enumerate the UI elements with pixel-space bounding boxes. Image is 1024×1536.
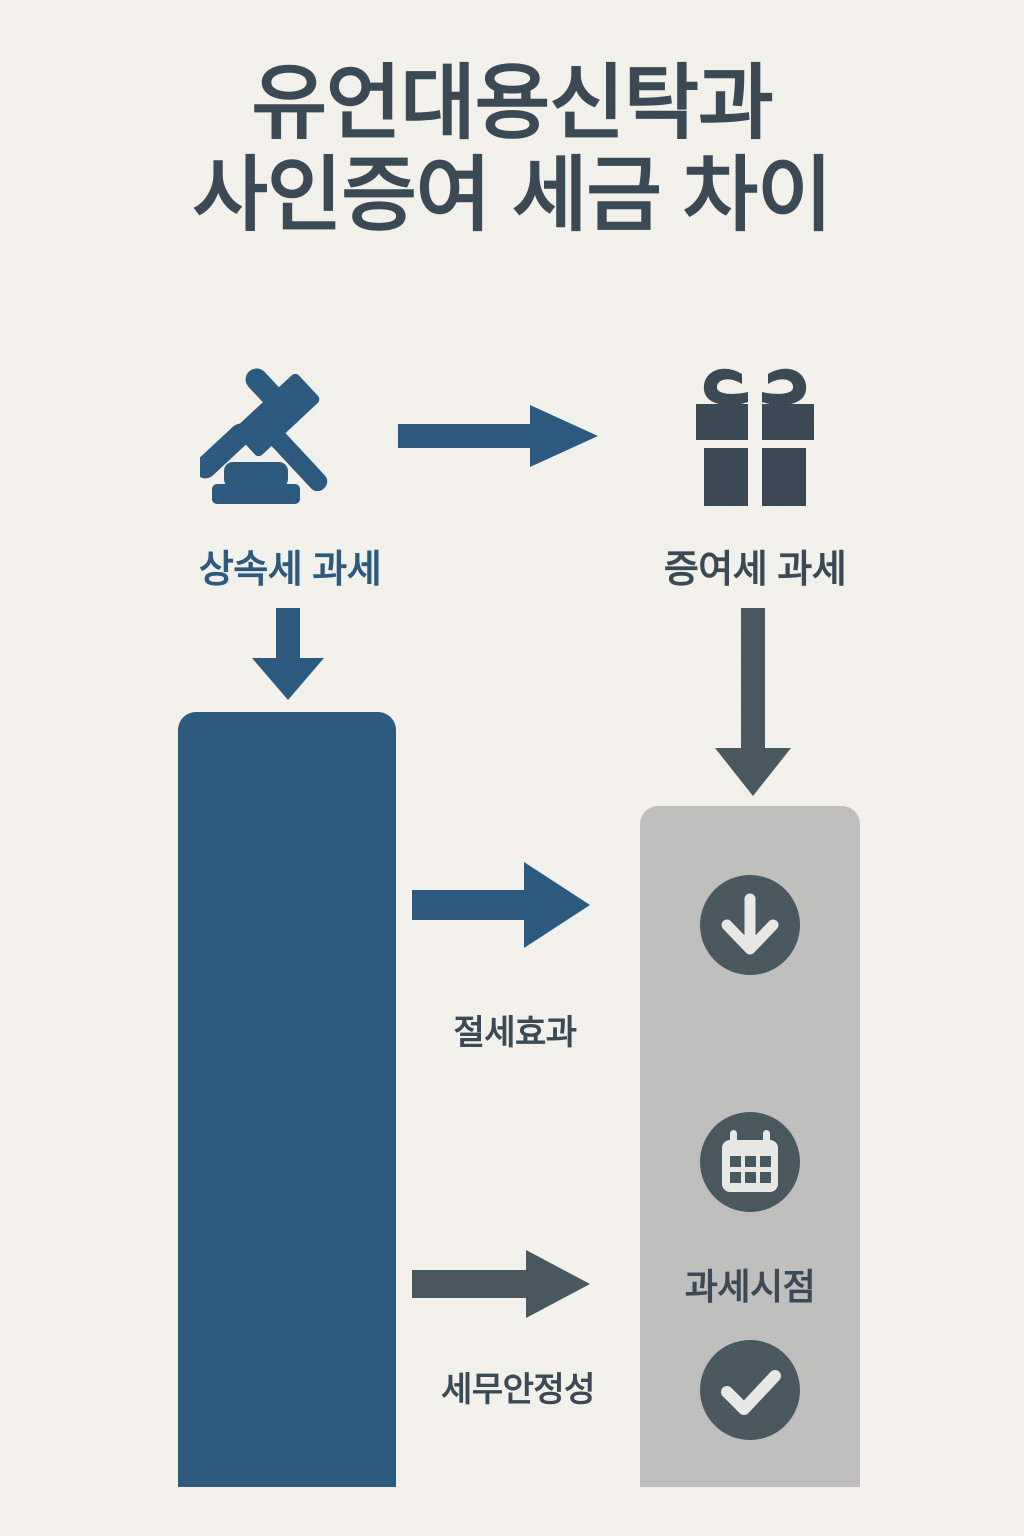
label-tax-saving-effect: 절세효과 (453, 1014, 577, 1052)
title-line-2: 사인증여 세금 차이 (192, 149, 832, 241)
arrow-right-icon (398, 405, 598, 467)
gavel-icon (194, 358, 370, 518)
calendar-icon (700, 1112, 800, 1212)
caption-inheritance-tax: 상속세 과세 (198, 549, 382, 591)
arrow-right-icon-stability (412, 1248, 590, 1320)
label-tax-stability: 세무안정성 (441, 1371, 595, 1409)
title-line-1: 유언대용신탁과 (251, 58, 773, 149)
check-circle-icon (700, 1340, 800, 1440)
arrow-down-circle-icon (700, 875, 800, 975)
label-taxation-timing: 과세시점 (684, 1266, 816, 1307)
gift-icon (680, 362, 830, 512)
page-title: 유언대용신탁과 사인증여 세금 차이 (0, 58, 1024, 242)
caption-gift-tax: 증여세 과세 (663, 549, 847, 591)
arrow-down-icon-left (238, 608, 338, 700)
arrow-right-icon-tax-saving (412, 860, 590, 950)
arrow-down-icon-right (703, 608, 803, 796)
panel-will-substitute-trust (178, 712, 396, 1487)
